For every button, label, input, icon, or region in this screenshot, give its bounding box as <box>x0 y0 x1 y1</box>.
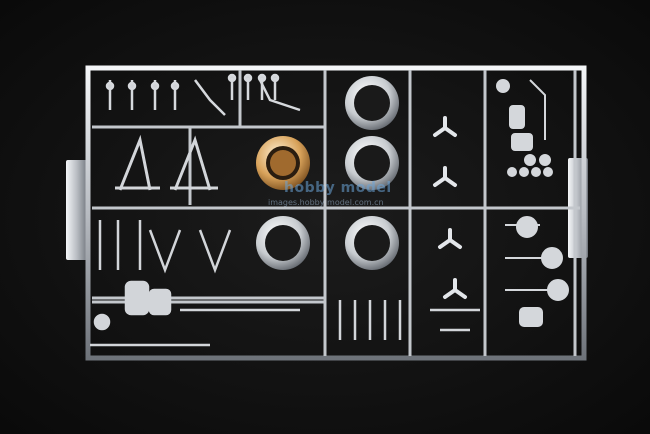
wheel-rim-lower-right <box>345 216 399 270</box>
lower-left-small-parts <box>90 220 300 347</box>
wheel-rim-gold <box>256 136 310 190</box>
wheel-spinners <box>433 116 467 299</box>
small-parts-top-left <box>105 73 301 116</box>
right-lower-parts <box>505 216 569 327</box>
wheel-rim-mid-right <box>345 136 399 190</box>
sprue-frame <box>85 65 587 361</box>
suspension-arms-upper <box>115 134 218 191</box>
left-tab <box>66 160 88 260</box>
wheel-rim-lower-left <box>256 216 310 270</box>
wheel-rim-top-right <box>345 76 399 130</box>
lower-middle-small-parts <box>338 300 480 340</box>
right-column-parts <box>496 79 553 177</box>
